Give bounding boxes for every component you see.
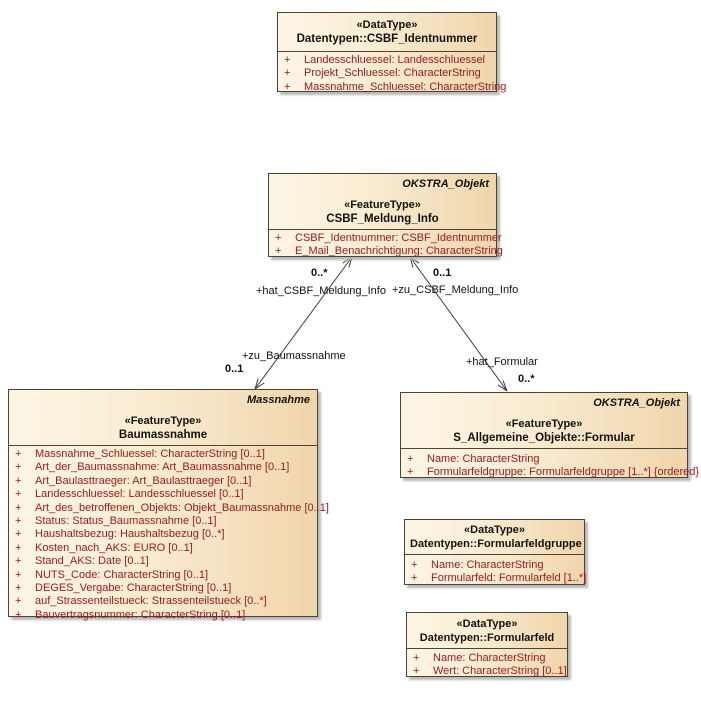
class-name: CSBF_Meldung_Info: [326, 213, 439, 225]
class-name: S_Allgemeine_Objekte::Formular: [453, 432, 635, 444]
attribute-row: +Status: Status_Baumassnahme [0..1]: [15, 515, 217, 528]
role-hat-csbf-meldung-info: +hat_CSBF_Meldung_Info: [256, 285, 386, 297]
class-name: Datentypen::Formularfeld: [419, 632, 555, 644]
package-label: Massnahme: [247, 394, 310, 406]
package-label: OKSTRA_Objekt: [593, 397, 680, 409]
attribute-row: +Formularfeld: Formularfeld [1..*]: [411, 572, 587, 585]
stereotype-label: «DataType»: [456, 618, 518, 630]
attribute-row: +auf_Strassenteilstueck: Strassenteilstu…: [15, 595, 267, 608]
role-zu-csbf-meldung-info: +zu_CSBF_Meldung_Info: [392, 284, 519, 296]
multiplicity-zu-baumassnahme: 0..1: [225, 363, 244, 375]
attribute-row: +Name: CharacterString: [413, 652, 546, 664]
stereotype-label: «DataType»: [356, 19, 418, 31]
attribute-row: +Massnahme_Schluessel: CharacterString: [284, 80, 507, 93]
multiplicity-hat-csbf-meldung-info: 0..*: [311, 267, 328, 279]
attribute-row: +Bauvertragsnummer: CharacterString [0..…: [15, 608, 246, 621]
attribute-row: +E_Mail_Benachrichtigung: CharacterStrin…: [275, 245, 503, 258]
class-box-baumassnahme[interactable]: Massnahme «FeatureType» Baumassnahme +Ma…: [8, 389, 329, 621]
attribute-row: +Projekt_Schluessel: CharacterString: [284, 67, 481, 80]
attribute-row: +CSBF_Identnummer: CSBF_Identnummer: [275, 232, 502, 244]
attribute-row: +Massnahme_Schluessel: CharacterString […: [15, 448, 265, 460]
attribute-row: +Name: CharacterString: [407, 453, 540, 465]
association-meldung-formular[interactable]: [409, 256, 508, 392]
attribute-row: +Haushaltsbezug: Haushaltsbezug [0..*]: [15, 528, 225, 541]
class-name: Datentypen::Formularfeldgruppe: [410, 538, 582, 550]
attribute-row: +Kosten_nach_AKS: EURO [0..1]: [15, 541, 193, 554]
attribute-row: +NUTS_Code: CharacterString [0..1]: [15, 568, 209, 581]
attribute-row: +Art_der_Baumassnahme: Art_Baumassnahme …: [15, 461, 290, 474]
class-name: Baumassnahme: [118, 429, 208, 441]
role-hat-formular: +hat_Formular: [466, 356, 538, 368]
attribute-row: +Formularfeldgruppe: Formularfeldgruppe …: [407, 466, 700, 479]
association-meldung-baumassnahme[interactable]: [254, 256, 353, 390]
class-box-formularfeld[interactable]: «DataType» Datentypen::Formularfeld +Nam…: [406, 612, 568, 677]
stereotype-label: «FeatureType»: [505, 418, 583, 430]
attribute-row: +Stand_AKS: Date [0..1]: [15, 555, 149, 568]
class-box-csbf-meldung-info[interactable]: OKSTRA_Objekt «FeatureType» CSBF_Meldung…: [268, 173, 503, 258]
attribute-row: +Landesschluessel: Landesschluessel: [284, 54, 486, 66]
stereotype-label: «DataType»: [464, 524, 525, 536]
role-zu-baumassnahme: +zu_Baumassnahme: [242, 350, 346, 362]
attribute-row: +Name: CharacterString: [411, 559, 544, 571]
attribute-row: +DEGES_Vergabe: CharacterString [0..1]: [15, 582, 232, 595]
class-box-formular[interactable]: OKSTRA_Objekt «FeatureType» S_Allgemeine…: [400, 392, 700, 479]
attribute-row: +Art_Baulasttraeger: Art_Baulasttraeger …: [15, 474, 252, 487]
multiplicity-zu-csbf-meldung-info: 0..1: [433, 267, 452, 279]
package-label: OKSTRA_Objekt: [402, 178, 489, 190]
attribute-row: +Wert: CharacterString [0..1]: [413, 665, 567, 678]
stereotype-label: «FeatureType»: [124, 415, 202, 427]
attribute-row: +Landesschluessel: Landesschluessel [0..…: [15, 488, 244, 501]
class-box-formularfeldgruppe[interactable]: «DataType» Datentypen::Formularfeldgrupp…: [404, 519, 587, 585]
attribute-row: +Art_des_betroffenen_Objekts: Objekt_Bau…: [15, 501, 329, 514]
stereotype-label: «FeatureType»: [344, 199, 421, 211]
class-name: Datentypen::CSBF_Identnummer: [296, 33, 478, 45]
class-box-csbf-identnummer[interactable]: «DataType» Datentypen::CSBF_Identnummer …: [277, 12, 507, 93]
multiplicity-hat-formular: 0..*: [518, 373, 535, 385]
